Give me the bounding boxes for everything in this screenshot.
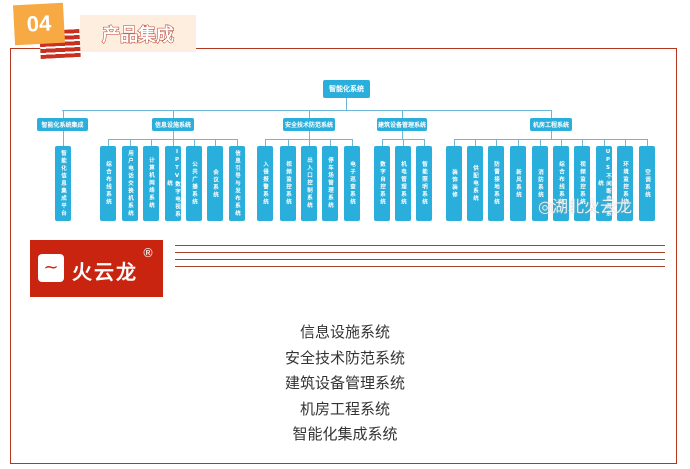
leaf-node: 数字自控系统	[374, 146, 390, 221]
connector-line	[454, 139, 455, 146]
leaf-node: 视频监控系统	[280, 146, 296, 221]
list-item: 机房工程系统	[299, 399, 390, 418]
connector-line	[237, 139, 238, 146]
leaf-node: 出入口控制系统	[301, 146, 317, 221]
leaf-node: 信息引导与发布系统	[229, 146, 245, 221]
connector-line	[130, 139, 131, 146]
connector-line	[309, 131, 310, 139]
connector-line	[194, 139, 195, 146]
connector-line	[173, 110, 174, 118]
leaf-node: 综合布线系统	[553, 146, 569, 221]
content-frame	[10, 48, 677, 464]
leaf-node: 计算机网络系统	[143, 146, 159, 221]
section-number-badge: 04	[12, 2, 66, 46]
section-title: 产品集成	[80, 15, 196, 52]
leaf-node: 供配电系统	[467, 146, 483, 221]
logo-text: 火云龙	[72, 260, 138, 284]
leaf-node: 视频监控系统	[574, 146, 590, 221]
connector-line	[582, 139, 583, 146]
leaf-node: UPS不间断电源系统	[596, 146, 612, 221]
connector-line	[309, 139, 310, 146]
watermark: ◎湖北火云龙	[538, 197, 632, 216]
leaf-node: 新风系统	[510, 146, 526, 221]
connector-line	[625, 139, 626, 146]
connector-line	[330, 139, 331, 146]
connector-line	[265, 139, 352, 140]
divider	[175, 252, 665, 253]
connector-line	[403, 139, 404, 146]
leaf-node: IPTV数字电视系统	[165, 146, 181, 221]
system-list: 信息设施系统 安全技术防范系统 建筑设备管理系统 机房工程系统 智能化集成系统	[200, 320, 490, 448]
leaf-node: 用户电话交换机系统	[122, 146, 138, 221]
connector-line	[561, 139, 562, 146]
divider	[175, 259, 665, 260]
leaf-node: 电子巡查系统	[344, 146, 360, 221]
list-item: 建筑设备管理系统	[284, 374, 405, 392]
connector-line	[604, 139, 605, 146]
divider	[175, 266, 665, 267]
connector-line	[151, 139, 152, 146]
connector-line	[173, 139, 174, 146]
connector-line	[288, 139, 289, 146]
connector-line	[496, 139, 497, 146]
connector-line	[173, 131, 174, 139]
connector-line	[62, 110, 64, 118]
connector-line	[309, 110, 310, 118]
connector-line	[108, 139, 237, 140]
wechat-icon: ◎	[538, 197, 552, 216]
leaf-node: 入侵报警系统	[257, 146, 273, 221]
dragon-icon: ~	[38, 254, 64, 282]
divider	[175, 245, 665, 246]
connector-line	[346, 98, 347, 110]
leaf-node: 防雷接地系统	[488, 146, 504, 221]
list-item: 安全技术防范系统	[284, 348, 405, 367]
connector-line	[551, 110, 552, 118]
leaf-node: 智能照明系统	[416, 146, 432, 221]
leaf-node: 消防系统	[532, 146, 548, 221]
group-node: 信息设施系统	[152, 118, 194, 131]
group-node: 机房工程系统	[530, 118, 572, 131]
connector-line	[352, 139, 353, 146]
leaf-node: 综合布线系统	[100, 146, 116, 221]
connector-line	[475, 139, 476, 146]
connector-line	[402, 110, 403, 118]
leaf-node: 会议系统	[207, 146, 223, 221]
leaf-node: 公共广播系统	[186, 146, 202, 221]
list-item: 智能化集成系统	[292, 425, 398, 443]
group-node: 安全技术防范系统	[283, 118, 335, 131]
connector-line	[424, 139, 425, 146]
connector-line	[382, 139, 383, 146]
logo: ~ 火云龙 ®	[30, 240, 163, 297]
leaf-node: 机电管理系统	[395, 146, 411, 221]
leaf-node: 环境监控系统	[617, 146, 633, 221]
connector-line	[108, 139, 109, 146]
connector-line	[265, 139, 266, 146]
leaf-node: 停车场管理系统	[322, 146, 338, 221]
leaf-node: 装饰装修	[446, 146, 462, 221]
connector-line	[62, 110, 552, 111]
connector-line	[63, 139, 64, 146]
connector-line	[518, 139, 519, 146]
connector-line	[540, 139, 541, 146]
connector-line	[62, 131, 64, 139]
group-node: 建筑设备管理系统	[377, 118, 427, 131]
connector-line	[402, 131, 403, 139]
connector-line	[551, 131, 552, 139]
registered-mark: ®	[142, 246, 154, 260]
leaf-node: 空调系统	[639, 146, 655, 221]
connector-line	[647, 139, 648, 146]
connector-line	[215, 139, 216, 146]
connector-line	[454, 139, 647, 140]
group-node: 智能化系统集成	[37, 118, 88, 131]
leaf-node: 智能化信息集成平台	[55, 146, 71, 221]
root-node: 智能化系统	[323, 80, 370, 98]
list-item: 信息设施系统	[299, 323, 390, 341]
